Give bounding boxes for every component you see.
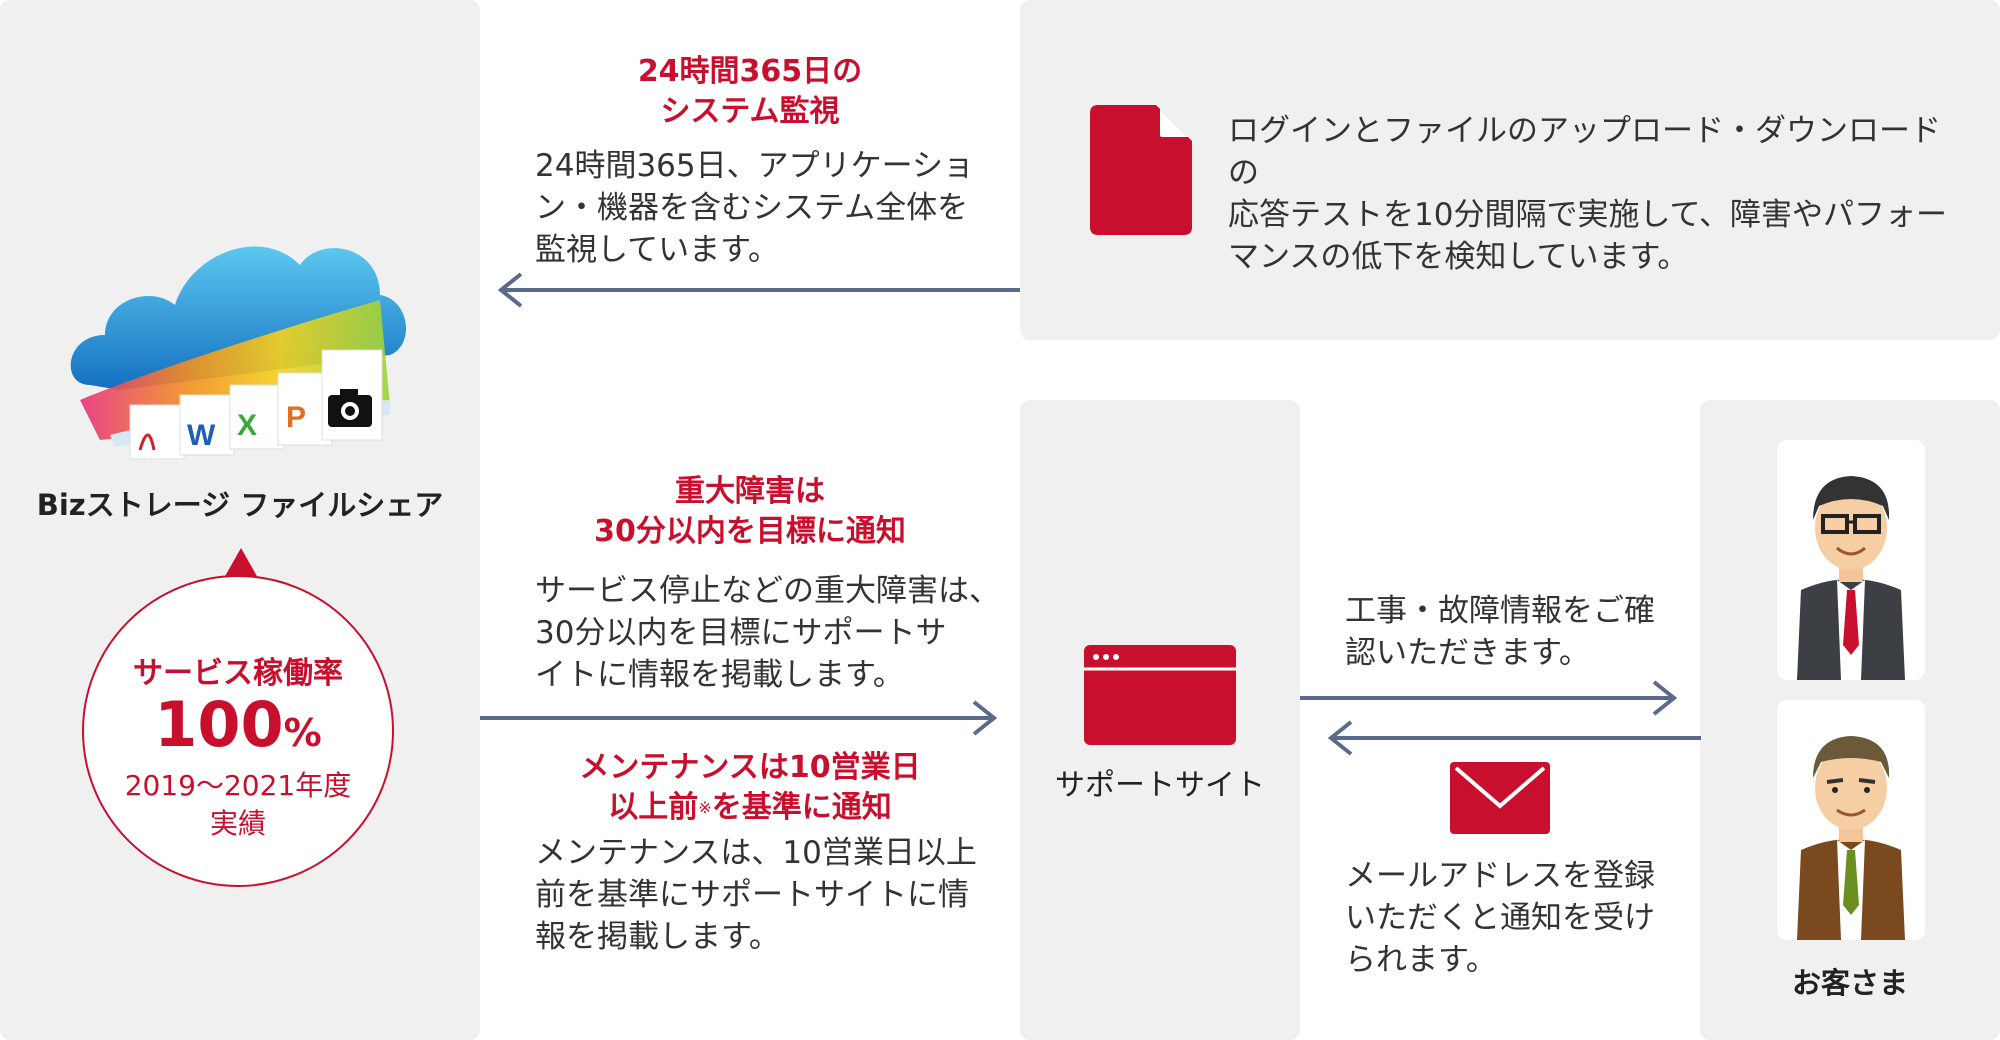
monitor-heading: 24時間365日の システム監視 [500, 52, 1000, 132]
monitor-heading-line2: システム監視 [660, 94, 840, 129]
maintenance-body: メンテナンスは、10営業日以上 前を基準にサポートサイトに情 報を掲載します。 [535, 832, 1005, 958]
major-body-line: イトに情報を掲載します。 [535, 657, 904, 693]
test-line: 応答テストを10分間隔で実施して、障害やパフォー [1228, 197, 1947, 233]
maintenance-body-line: メンテナンスは、10営業日以上 [535, 835, 977, 871]
excel-doc-letter: X [237, 409, 257, 442]
confirm-text: 工事・故障情報をご確 認いただきます。 [1345, 590, 1685, 674]
maintenance-footnote-mark: ※ [698, 798, 712, 817]
mail-line: られます。 [1345, 942, 1497, 978]
maintenance-heading: メンテナンスは10営業日 以上前※を基準に通知 [500, 748, 1000, 828]
major-body: サービス停止などの重大障害は、 30分以内を目標にサポートサ イトに情報を掲載し… [535, 570, 1005, 696]
businessman-icon [1797, 736, 1905, 940]
mail-line: いただくと通知を受け [1345, 900, 1655, 936]
monitor-body: 24時間365日、アプリケーショ ン・機器を含むシステム全体を 監視しています。 [535, 145, 1005, 271]
maintenance-heading-line2: 以上前※を基準に通知 [500, 788, 1000, 828]
mail-text: メールアドレスを登録 いただくと通知を受け られます。 [1345, 855, 1685, 981]
major-heading: 重大障害は 30分以内を目標に通知 [500, 472, 1000, 552]
major-body-line: 30分以内を目標にサポートサ [535, 615, 947, 651]
arrow-right-to-support [480, 700, 1000, 736]
word-doc-letter: W [187, 419, 216, 452]
customer-label: お客さま [1791, 966, 1908, 1000]
customer-card-2 [1777, 700, 1925, 940]
uptime-title: サービス稼働率 [133, 656, 343, 691]
test-description: ログインとファイルのアップロード・ダウンロードの 応答テストを10分間隔で実施し… [1228, 110, 1968, 278]
uptime-unit: % [283, 711, 322, 755]
uptime-period: 2019〜2021年度 [124, 769, 352, 802]
monitor-body-line: 24時間365日、アプリケーショ [535, 148, 974, 184]
customer-card-1 [1777, 440, 1925, 680]
arrow-right-to-customer [1300, 680, 1680, 716]
uptime-value: 100 [154, 688, 284, 761]
confirm-line: 認いただきます。 [1345, 635, 1590, 671]
uptime-note: 実績 [209, 807, 266, 840]
confirm-line: 工事・故障情報をご確 [1345, 593, 1655, 629]
test-line: マンスの低下を検知しています。 [1228, 239, 1689, 275]
monitor-body-line: ン・機器を含むシステム全体を [535, 190, 969, 226]
monitor-heading-line1: 24時間365日の [637, 54, 863, 89]
powerpoint-doc-letter: P [286, 401, 306, 434]
arrow-left-to-product [495, 272, 1025, 308]
mail-line: メールアドレスを登録 [1345, 858, 1655, 894]
product-name: Bizストレージ ファイルシェア [36, 488, 444, 522]
maintenance-heading-part-a: 以上前 [608, 790, 699, 825]
monitor-body-line: 監視しています。 [535, 232, 779, 268]
uptime-value-row: 100% [82, 690, 394, 776]
triangle-pointer-icon [224, 548, 258, 578]
uptime-badge [82, 575, 394, 887]
major-heading-line2: 30分以内を目標に通知 [594, 514, 906, 549]
maintenance-heading-part-b: を基準に通知 [711, 790, 892, 825]
maintenance-body-line: 前を基準にサポートサイトに情 [535, 877, 969, 913]
major-body-line: サービス停止などの重大障害は、 [535, 573, 1000, 609]
arrow-left-to-support [1325, 720, 1705, 756]
support-site-label: サポートサイト [1055, 768, 1265, 803]
businessman-glasses-icon [1797, 476, 1905, 680]
mail-icon [1450, 762, 1550, 834]
browser-window-icon [1084, 645, 1236, 745]
maintenance-body-line: 報を掲載します。 [535, 919, 780, 955]
test-line: ログインとファイルのアップロード・ダウンロードの [1228, 113, 1941, 191]
maintenance-heading-line1: メンテナンスは10営業日 [579, 750, 921, 785]
major-heading-line1: 重大障害は [675, 474, 825, 509]
cloud-storage-icon: W X P [60, 205, 420, 465]
document-icon [1090, 105, 1192, 235]
